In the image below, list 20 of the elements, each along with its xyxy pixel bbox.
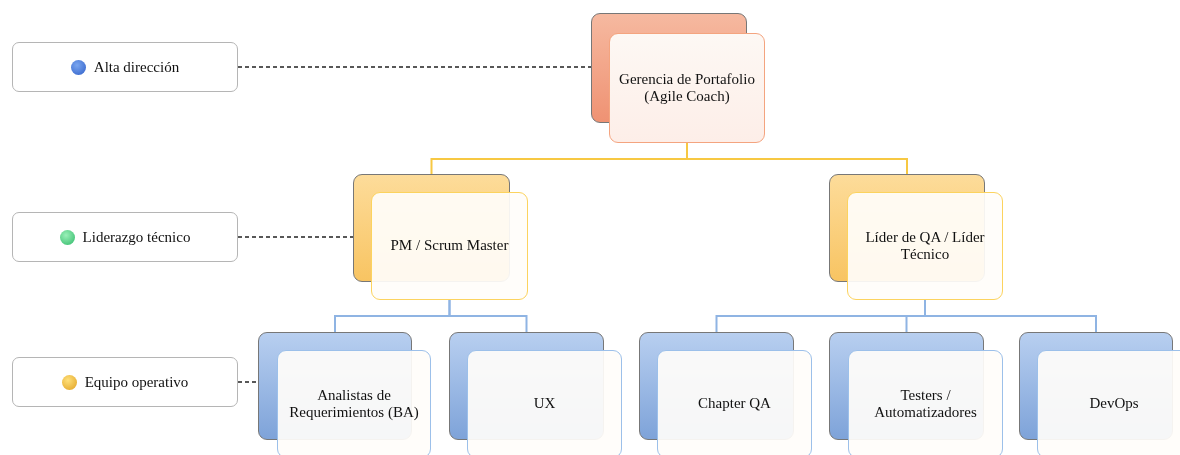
dashed-connector <box>237 236 354 238</box>
role-name: Líder de QA / Líder Técnico <box>864 228 986 264</box>
level-label-box <box>12 42 238 92</box>
connector-line <box>686 142 908 175</box>
dashed-connector <box>237 66 592 68</box>
level-name: Alta dirección <box>93 58 180 76</box>
dashed-connector <box>237 381 259 383</box>
level-label-box <box>12 212 238 262</box>
connector-line <box>448 299 528 333</box>
connector-line <box>924 299 1097 333</box>
role-name: PM / Scrum Master <box>390 237 509 255</box>
level-name: Equipo operativo <box>84 373 189 391</box>
level-name: Liderazgo técnico <box>82 228 191 246</box>
role-name: Analistas de Requerimientos (BA) <box>288 386 420 422</box>
role-name: Testers / Automatizadores <box>873 386 978 422</box>
level-label-box <box>12 357 238 407</box>
role-name: DevOps <box>1089 395 1139 413</box>
role-name: Chapter QA <box>698 395 771 413</box>
role-name: UX <box>533 395 556 413</box>
role-name: Gerencia de Portafolio (Agile Coach) <box>618 70 756 106</box>
